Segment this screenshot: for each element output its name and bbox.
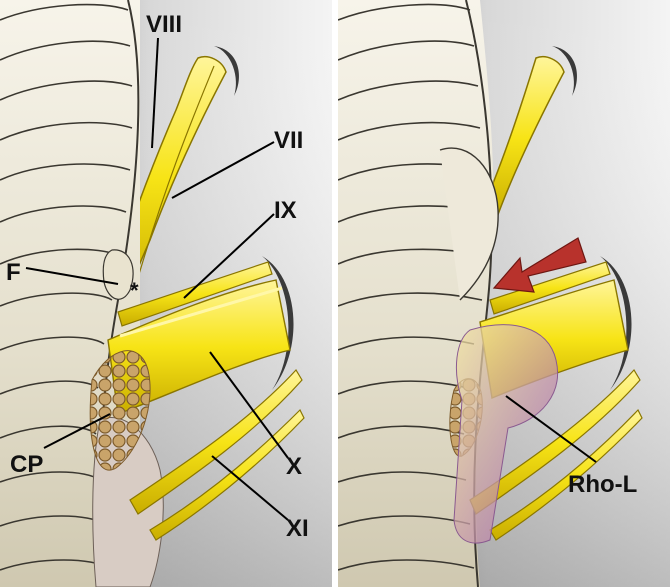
panel-divider [332, 0, 338, 587]
rhomboid-lip [453, 324, 558, 544]
label-xi: XI [286, 515, 309, 542]
nerve-xi-right [469, 369, 641, 515]
nerve-xi [129, 369, 303, 515]
lower-foramen [262, 256, 294, 390]
left-label-lines [25, 37, 289, 521]
nerve-xi-lower-right [489, 408, 643, 541]
label-asterisk: * [130, 278, 139, 303]
nerve-xi-lower [149, 408, 305, 541]
label-vii: VII [274, 127, 303, 154]
nerve-ix-right [489, 261, 611, 315]
flocculus [102, 249, 134, 300]
red-arrow [492, 237, 587, 293]
label-f: F [6, 259, 21, 286]
label-ix: IX [274, 197, 297, 224]
left-panel: VIII VII IX F * CP X XI [0, 0, 332, 587]
label-rho-l: Rho-L [568, 471, 637, 498]
rho-l-label-line [505, 395, 597, 463]
lower-foramen-right [600, 256, 632, 390]
right-panel: Rho-L [338, 0, 670, 587]
nerve-viii-vii-right [478, 56, 565, 221]
nerve-x [107, 279, 291, 415]
upper-foramen-right [552, 46, 578, 96]
nerve-ix [117, 261, 273, 327]
label-viii: VIII [146, 11, 182, 38]
label-x: X [286, 453, 302, 480]
nerve-vii-groove [131, 65, 215, 299]
nerve-x-strand [119, 286, 283, 338]
choroid-plexus [89, 350, 151, 471]
label-cp: CP [10, 451, 43, 478]
upper-foramen [214, 46, 240, 96]
